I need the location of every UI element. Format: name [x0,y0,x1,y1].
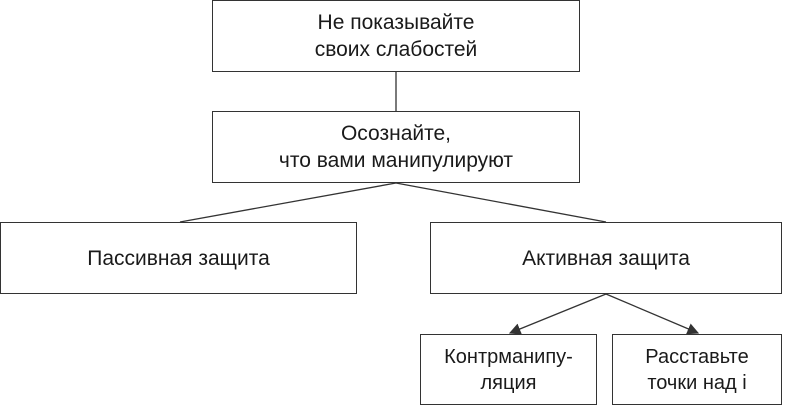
node-dont-show-weakness: Не показывайте своих слабостей [212,0,580,72]
node-text-line: Осознайте, [340,122,452,145]
node-countermanipulation: Контрманипу- ляция [420,334,597,405]
node-text-line: Расставьте [645,345,749,368]
node-dot-the-i: Расставьте точки над i [612,334,782,405]
node-text-line: точки над i [647,371,747,394]
edge-aware-to-active [395,182,607,223]
node-realize-manipulation: Осознайте, что вами манипулируют [212,111,580,183]
node-text-line: Пассивная защита [87,246,270,270]
node-active-defense: Активная защита [430,222,782,294]
node-text-line: что вами манипулируют [278,149,514,172]
edge-active-to-counter-arrow [508,293,607,335]
node-text-line: своих слабостей [314,38,478,61]
node-text-line: Контрманипу- [444,345,573,368]
edge-active-to-dots-arrow [605,293,700,335]
edge-aware-to-passive [179,182,397,223]
node-text-line: ляция [480,371,537,394]
node-passive-defense: Пассивная защита [0,222,357,294]
node-text-line: Активная защита [522,246,690,270]
node-text-line: Не показывайте [317,11,475,34]
